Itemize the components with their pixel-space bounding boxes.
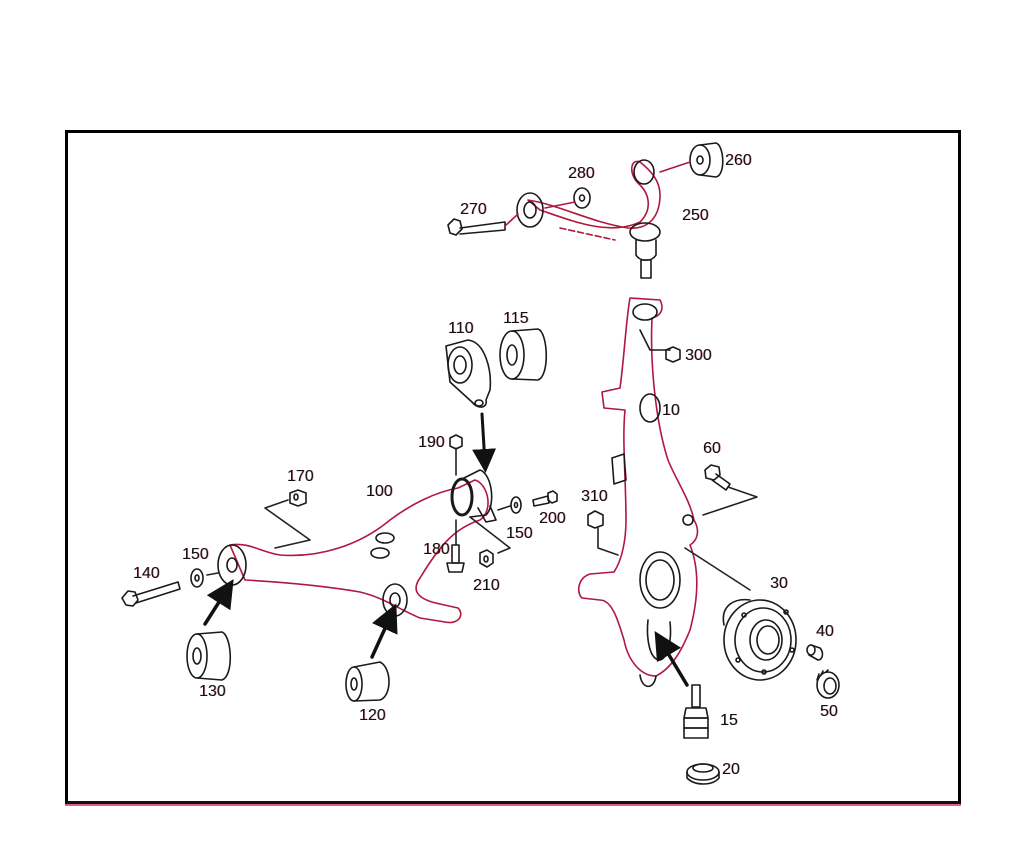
callout-50[interactable]: 50 bbox=[820, 703, 838, 720]
nut-210 bbox=[479, 549, 494, 568]
lower-control-arm-100 bbox=[217, 469, 497, 624]
bolt-200 bbox=[532, 490, 558, 507]
flange-nut-310 bbox=[587, 510, 604, 529]
callout-130[interactable]: 130 bbox=[199, 683, 226, 700]
callout-40[interactable]: 40 bbox=[816, 623, 834, 640]
ball-joint-boot-20 bbox=[686, 763, 720, 785]
callout-260[interactable]: 260 bbox=[725, 152, 752, 169]
callout-200[interactable]: 200 bbox=[539, 510, 566, 527]
callout-60[interactable]: 60 bbox=[703, 440, 721, 457]
upper-control-arm-250 bbox=[516, 159, 661, 279]
bolt-270 bbox=[447, 218, 506, 236]
callout-10[interactable]: 10 bbox=[662, 402, 680, 419]
callout-300[interactable]: 300 bbox=[685, 347, 712, 364]
spacer-sleeve-40 bbox=[806, 644, 824, 661]
callout-100[interactable]: 100 bbox=[366, 483, 393, 500]
callout-120[interactable]: 120 bbox=[359, 707, 386, 724]
nut-170 bbox=[289, 489, 307, 507]
callout-110[interactable]: 110 bbox=[448, 320, 474, 337]
diagram-frame bbox=[65, 130, 961, 804]
bushing-260 bbox=[689, 142, 724, 178]
wheel-hub-bearing-30 bbox=[722, 598, 797, 681]
callout-310[interactable]: 310 bbox=[581, 488, 608, 505]
washer-150b bbox=[510, 496, 522, 514]
callout-115[interactable]: 115 bbox=[503, 310, 529, 327]
flange-nut-190 bbox=[449, 434, 463, 450]
bushing-130 bbox=[186, 631, 232, 681]
bushing-115 bbox=[499, 328, 548, 381]
callout-250[interactable]: 250 bbox=[682, 207, 709, 224]
nut-300 bbox=[665, 346, 681, 363]
bushing-120 bbox=[345, 661, 390, 702]
ball-joint-15 bbox=[683, 684, 709, 739]
callout-280[interactable]: 280 bbox=[568, 165, 595, 182]
axle-nut-50 bbox=[816, 669, 840, 699]
callout-190[interactable]: 190 bbox=[418, 434, 445, 451]
callout-15[interactable]: 15 bbox=[720, 712, 738, 729]
callout-180[interactable]: 180 bbox=[423, 541, 450, 558]
callout-30[interactable]: 30 bbox=[770, 575, 788, 592]
callout-150-left[interactable]: 150 bbox=[182, 546, 209, 563]
bushing-bracket-110 bbox=[445, 339, 492, 408]
callout-20[interactable]: 20 bbox=[722, 761, 740, 778]
callout-170[interactable]: 170 bbox=[287, 468, 314, 485]
bolt-60 bbox=[704, 464, 731, 491]
callout-140[interactable]: 140 bbox=[133, 565, 160, 582]
washer-150a bbox=[190, 568, 204, 588]
callout-150-right[interactable]: 150 bbox=[506, 525, 533, 542]
callout-210[interactable]: 210 bbox=[473, 577, 500, 594]
bolt-140 bbox=[121, 581, 181, 607]
callout-270[interactable]: 270 bbox=[460, 201, 487, 218]
washer-280 bbox=[573, 187, 591, 209]
